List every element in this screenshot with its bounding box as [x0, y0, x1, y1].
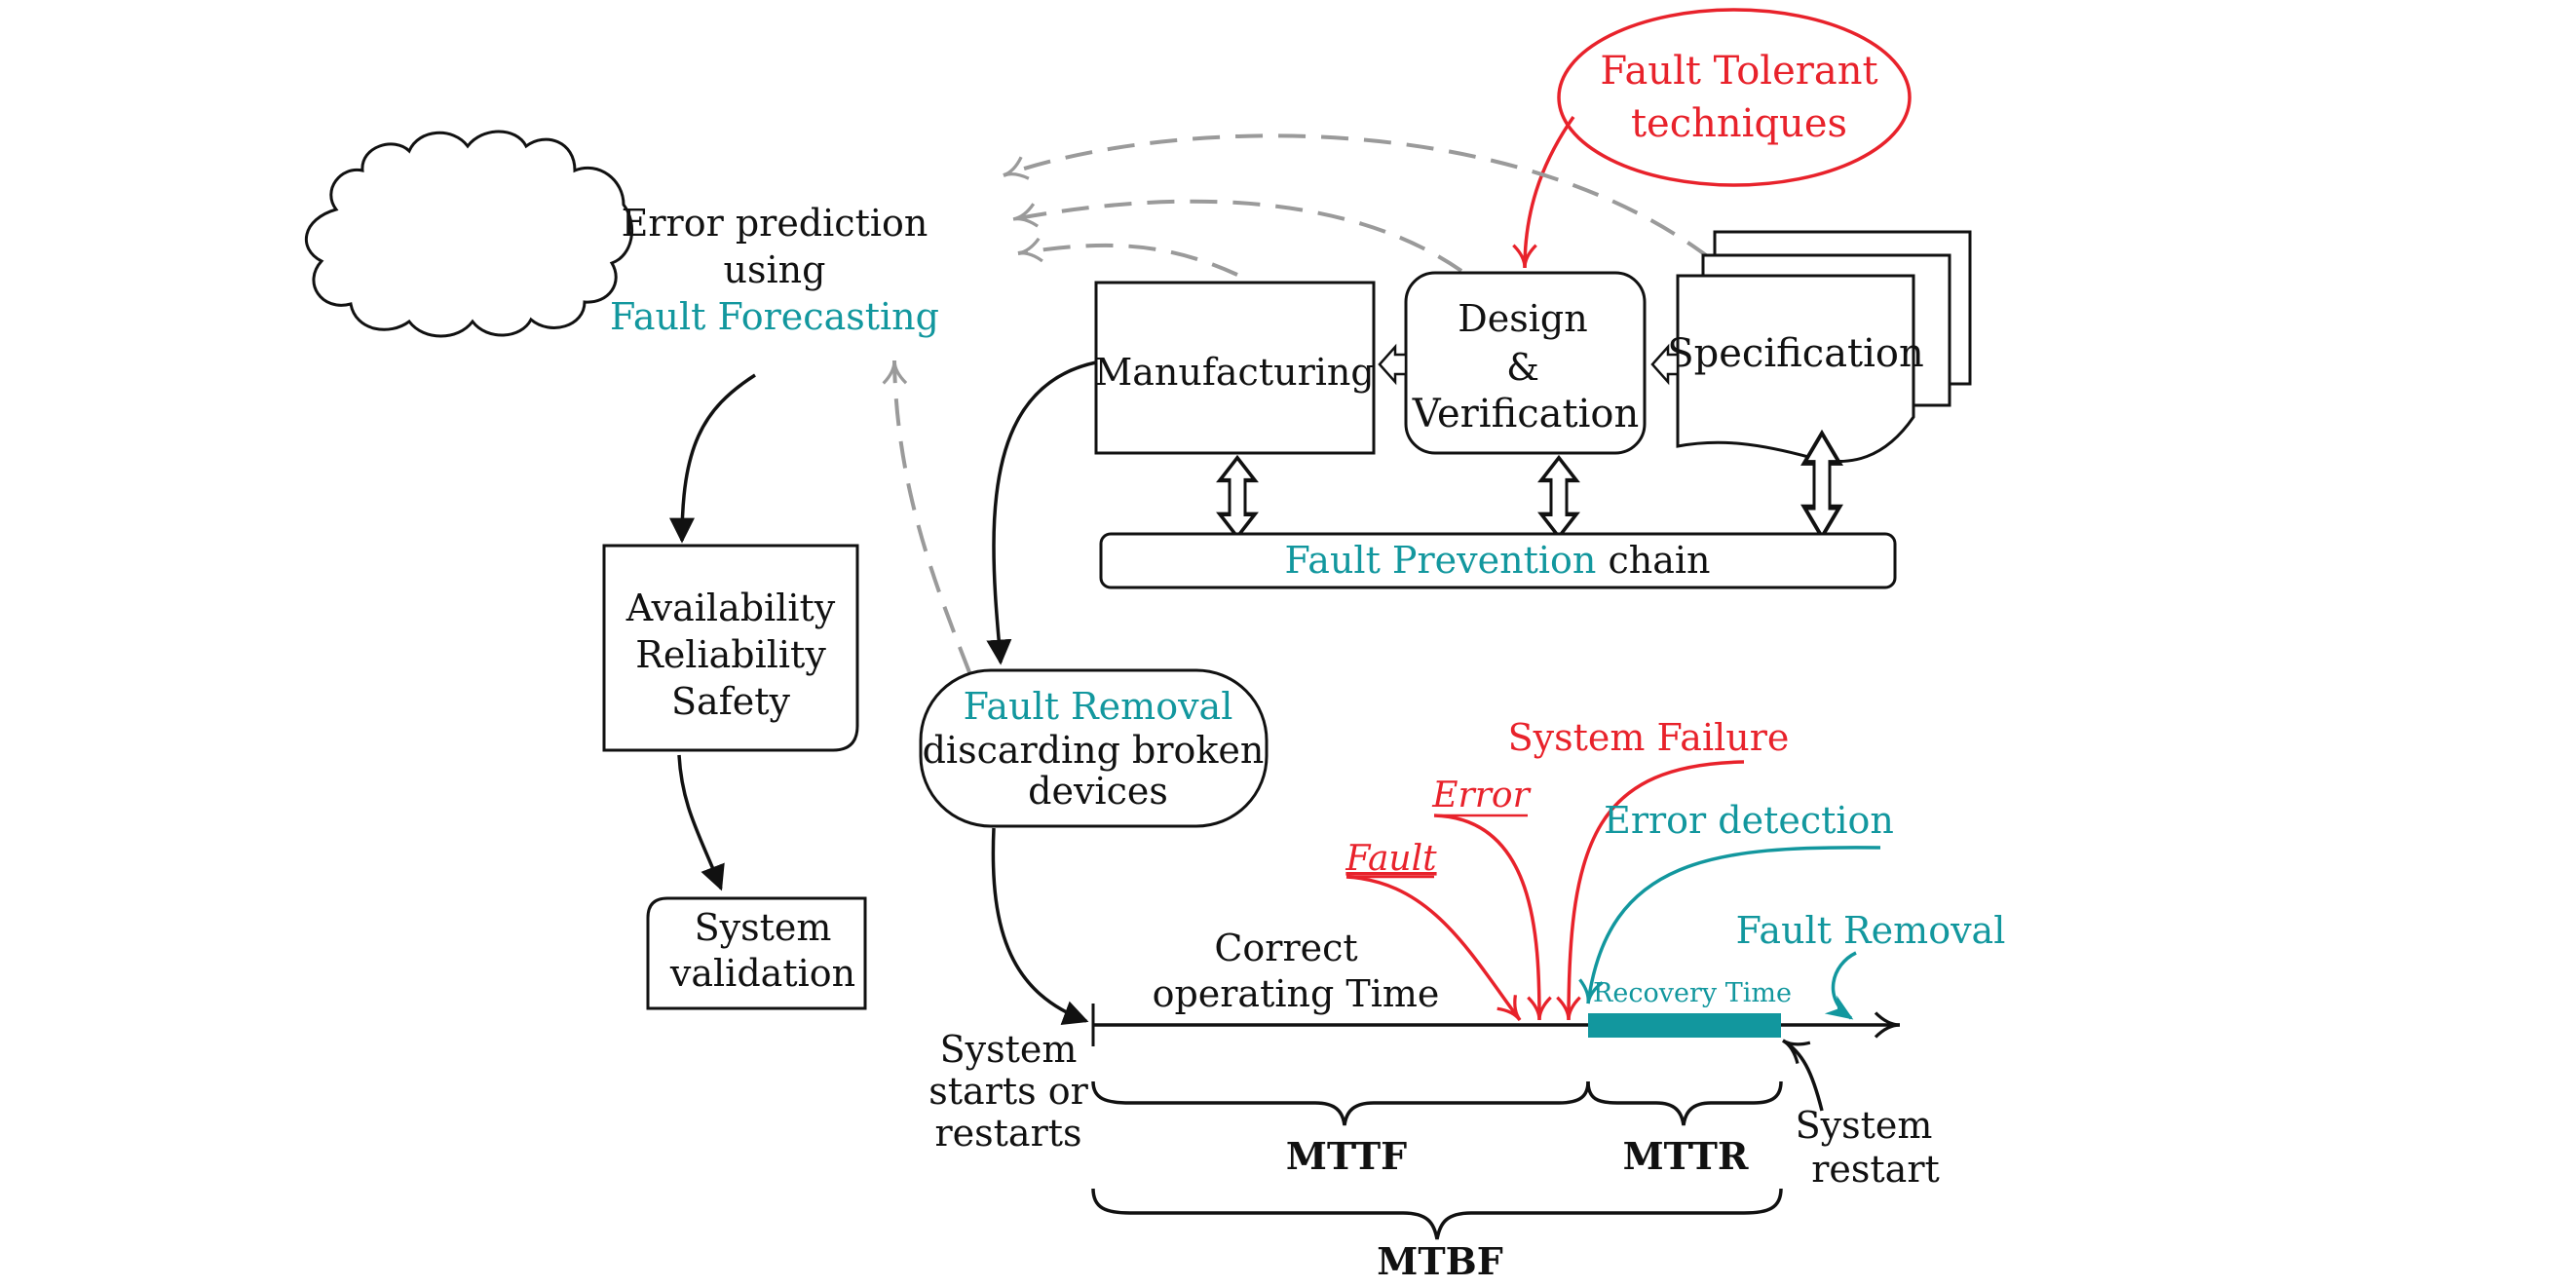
timeline: Recovery Time Correct operating Time Sys… [928, 716, 2005, 1283]
removal-to-timeline-arrow [991, 827, 1089, 1025]
starts-line3: restarts [934, 1112, 1081, 1155]
prevention-bar-shape [1099, 532, 1897, 589]
restart-line1: System [1796, 1104, 1933, 1147]
system-restart-arrow [1782, 1039, 1824, 1112]
mttr-label: MTTR [1623, 1134, 1749, 1178]
error-label: Error [1431, 776, 1531, 815]
error-prediction-cloud: Error prediction using Fault Forecasting [304, 130, 939, 338]
removal-line1: Fault Removal [964, 685, 1233, 728]
starts-line2: starts or [928, 1070, 1088, 1113]
system-validation-box: System validation [646, 896, 867, 1010]
manufacturing-box-shape [1094, 281, 1376, 455]
fault-tolerant-line1: Fault Tolerant [1600, 49, 1877, 94]
double-arrow-specification [1800, 429, 1843, 541]
cloud-line3: Fault Forecasting [610, 295, 939, 338]
availability-line1: Availability [625, 587, 836, 629]
cloud-line2: using [724, 248, 826, 291]
gray-dashed-arrow-removal [882, 360, 971, 673]
manufacturing-label: Manufacturing [1094, 351, 1374, 394]
design-verification-box: Design & Verification [1404, 271, 1647, 455]
fault-arrow [1345, 875, 1522, 1022]
validation-line2: validation [669, 952, 855, 995]
availability-box: Availability Reliability Safety [602, 544, 859, 752]
mtbf-brace [1091, 1188, 1783, 1240]
double-arrow-manufacturing [1216, 454, 1259, 540]
error-arrow [1433, 814, 1552, 1021]
cloud-line1: Error prediction [622, 202, 928, 245]
gray-dashed-arrow-spec [1003, 133, 1712, 260]
specification-label: Specification [1667, 331, 1924, 376]
cloud-shape [304, 130, 633, 338]
prevention-plain: chain [1608, 539, 1710, 582]
mttf-brace [1091, 1080, 1590, 1126]
availability-line3: Safety [671, 680, 791, 723]
fault-removal-box: Fault Removal discarding broken devices [919, 668, 1269, 828]
system-failure-label: System Failure [1508, 716, 1790, 759]
system-failure-arrow [1556, 760, 1745, 1021]
cloud-to-availability-arrow [669, 373, 756, 544]
error-detection-label: Error detection [1604, 799, 1894, 842]
timeline-fault-removal-arrow [1824, 951, 1857, 1020]
mtbf-label: MTBF [1377, 1239, 1502, 1283]
fault-prevention-bar: Fault Prevention chain [1099, 532, 1897, 589]
mttf-label: MTTF [1286, 1134, 1407, 1178]
availability-box-shape [602, 544, 859, 752]
removal-box-shape [919, 668, 1269, 828]
validation-line1: System [695, 906, 832, 949]
double-arrow-design [1537, 454, 1580, 540]
correct-line1: Correct [1214, 927, 1357, 969]
removal-line3: devices [1028, 770, 1168, 813]
design-line1: Design [1458, 297, 1587, 340]
prevention-label: Fault Prevention chain [1285, 539, 1711, 582]
starts-line1: System [940, 1028, 1078, 1071]
correct-line2: operating Time [1153, 972, 1440, 1015]
error-detection-arrow [1578, 846, 1881, 1004]
removal-line2: discarding broken [923, 729, 1265, 772]
availability-to-validation-arrow [677, 754, 725, 891]
gray-dashed-arrow-manufacturing [1017, 237, 1238, 277]
design-line2: & [1506, 346, 1539, 389]
prevention-colored: Fault Prevention [1285, 539, 1597, 582]
gray-dashed-arrow-design [1012, 199, 1463, 273]
ellipse-shape [1557, 8, 1912, 187]
validation-box-shape [646, 896, 867, 1010]
availability-line2: Reliability [635, 633, 826, 676]
restart-line2: restart [1811, 1148, 1940, 1191]
specification-stack: Specification [1667, 230, 1972, 464]
timeline-fault-removal-label: Fault Removal [1736, 909, 2006, 952]
fault-label: Fault [1345, 839, 1437, 879]
manufacturing-box: Manufacturing [1094, 281, 1376, 455]
fault-tolerant-line2: techniques [1631, 101, 1847, 146]
fault-tolerant-arrow [1512, 115, 1575, 269]
fault-tolerant-ellipse: Fault Tolerant techniques [1557, 8, 1912, 187]
manufacturing-to-removal-arrow [986, 360, 1097, 665]
mttr-brace [1586, 1080, 1783, 1126]
recovery-time-bar [1588, 1013, 1781, 1038]
recovery-time-label: Recovery Time [1593, 978, 1792, 1008]
hollow-arrow-design-to-manufacturing [1378, 343, 1408, 386]
design-line3: Verification [1412, 392, 1639, 436]
hollow-arrow-spec-to-design [1650, 343, 1680, 386]
